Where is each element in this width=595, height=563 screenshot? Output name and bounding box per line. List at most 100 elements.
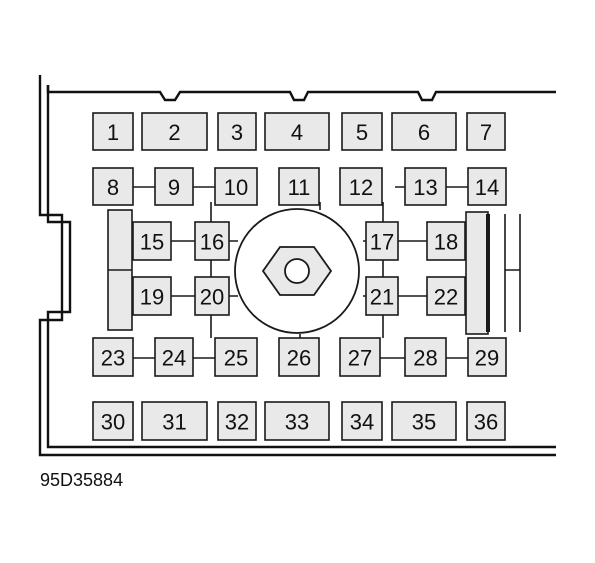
fuse-box [391,112,457,151]
fuse-number: 28 [413,346,437,371]
fuse-box [404,167,447,206]
fuse-9: 9 [154,167,194,206]
fuse-14: 14 [467,167,507,206]
fuse-26: 26 [278,337,320,377]
fuse-box [339,337,381,377]
fuse-32: 32 [217,401,257,441]
fuse-box [141,112,208,151]
fuse-10: 10 [214,167,258,206]
fuse-box [92,167,134,206]
fuse-box [365,221,399,261]
fuse-box [404,337,447,377]
fuse-16: 16 [194,221,230,261]
central-stud [234,208,360,334]
fuse-number: 32 [225,410,249,435]
fuse-number: 6 [418,120,430,145]
fuse-number: 8 [107,175,119,200]
fuse-number: 9 [168,175,180,200]
fuse-box [92,401,134,441]
fuse-box [217,112,257,151]
fuse-34: 34 [341,401,383,441]
fuse-number: 4 [291,120,303,145]
diagram-id-caption: 95D35884 [40,470,124,490]
fuse-box [154,337,194,377]
fuse-5: 5 [341,112,383,151]
fuse-box [339,167,383,206]
fuse-number: 27 [348,346,372,371]
fuse-3: 3 [217,112,257,151]
fuse-24: 24 [154,337,194,377]
fuse-15: 15 [132,221,172,261]
fuse-1: 1 [92,112,134,151]
fuse-12: 12 [339,167,383,206]
fuse-box [365,276,399,316]
fuse-box [214,167,258,206]
fuse-box [426,276,466,316]
fuse-box [467,337,507,377]
fuse-31: 31 [141,401,208,441]
fuse-box [132,221,172,261]
fuse-number: 2 [168,120,180,145]
fuse-20: 20 [194,276,230,316]
housing-outline [38,75,556,457]
right-bracket [465,211,521,335]
fuse-number: 20 [200,285,224,310]
fuse-box [194,221,230,261]
fuse-36: 36 [466,401,506,441]
fuse-27: 27 [339,337,381,377]
connector-wires [133,186,468,359]
fuse-number: 15 [140,230,164,255]
fuse-number: 36 [474,410,498,435]
fuse-box [466,112,506,151]
fuse-25: 25 [214,337,258,377]
fuse-28: 28 [404,337,447,377]
fuse-17: 17 [365,221,399,261]
fuse-33: 33 [264,401,330,441]
fuse-box [341,112,383,151]
fuse-22: 22 [426,276,466,316]
fuse-7: 7 [466,112,506,151]
fuse-6: 6 [391,112,457,151]
fuse-box [426,221,466,261]
fuse-number: 5 [356,120,368,145]
fuse-number: 30 [101,410,125,435]
fuse-box [217,401,257,441]
fuse-box [92,337,134,377]
fuse-19: 19 [132,276,172,316]
fuse-18: 18 [426,221,466,261]
fuse-number: 31 [162,410,186,435]
fuse-30: 30 [92,401,134,441]
fuse-box [154,167,194,206]
fuse-number: 11 [288,175,311,200]
fuse-number: 34 [350,410,374,435]
fuse-number: 22 [434,285,458,310]
fuse-number: 25 [224,346,248,371]
fuse-number: 26 [287,346,311,371]
fuse-number: 13 [413,175,437,200]
fuse-number: 19 [140,285,164,310]
fuse-box [264,401,330,441]
fuse-box [194,276,230,316]
fuse-number: 10 [224,175,248,200]
fuse-number: 12 [349,175,373,200]
fuse-23: 23 [92,337,134,377]
fuse-box [278,167,320,206]
fuse-number: 17 [370,230,394,255]
fuse-box [466,401,506,441]
fuse-4: 4 [264,112,330,151]
left-bracket [107,209,133,331]
fuse-number: 29 [475,346,499,371]
fuse-number: 16 [200,230,224,255]
fuse-box [264,112,330,151]
fuse-2: 2 [141,112,208,151]
fuse-number: 21 [370,285,394,310]
fuse-number: 35 [412,410,436,435]
fuse-box [467,167,507,206]
fuse-number: 14 [475,175,499,200]
fuse-box [141,401,208,441]
fuse-13: 13 [404,167,447,206]
fuse-11: 11 [278,167,320,206]
fuse-29: 29 [467,337,507,377]
